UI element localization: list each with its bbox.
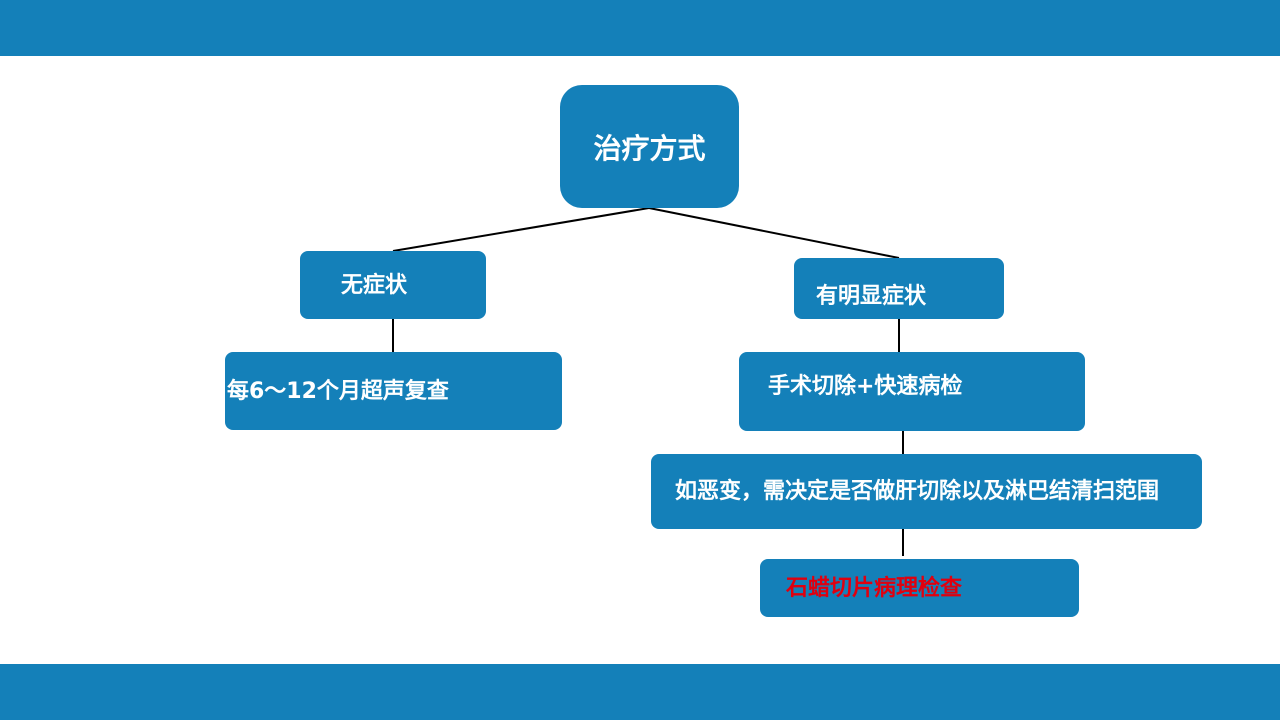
connector-root-to-left — [392, 207, 650, 252]
node-obvious-symptoms: 有明显症状 — [794, 258, 1004, 319]
node-malignancy-decision: 如恶变，需决定是否做肝切除以及淋巴结清扫范围 — [651, 454, 1202, 529]
node-ultrasound-followup: 每6～12个月超声复查 — [225, 352, 562, 430]
top-header-band — [0, 0, 1280, 56]
connector-root-to-right — [648, 207, 900, 259]
node-label: 无症状 — [341, 273, 408, 298]
node-label: 有明显症状 — [816, 283, 927, 309]
node-paraffin-section-exam: 石蜡切片病理检查 — [760, 559, 1079, 617]
node-label: 治疗方式 — [593, 131, 706, 165]
bottom-footer-band — [0, 664, 1280, 720]
node-asymptomatic: 无症状 — [300, 251, 486, 319]
node-surgical-resection: 手术切除+快速病检 — [739, 352, 1085, 431]
node-label: 每6～12个月超声复查 — [227, 379, 449, 404]
node-treatment-method: 治疗方式 — [560, 85, 739, 208]
node-label: 如恶变，需决定是否做肝切除以及淋巴结清扫范围 — [675, 479, 1160, 504]
node-label: 石蜡切片病理检查 — [786, 576, 963, 601]
node-label: 手术切除+快速病检 — [768, 374, 963, 399]
